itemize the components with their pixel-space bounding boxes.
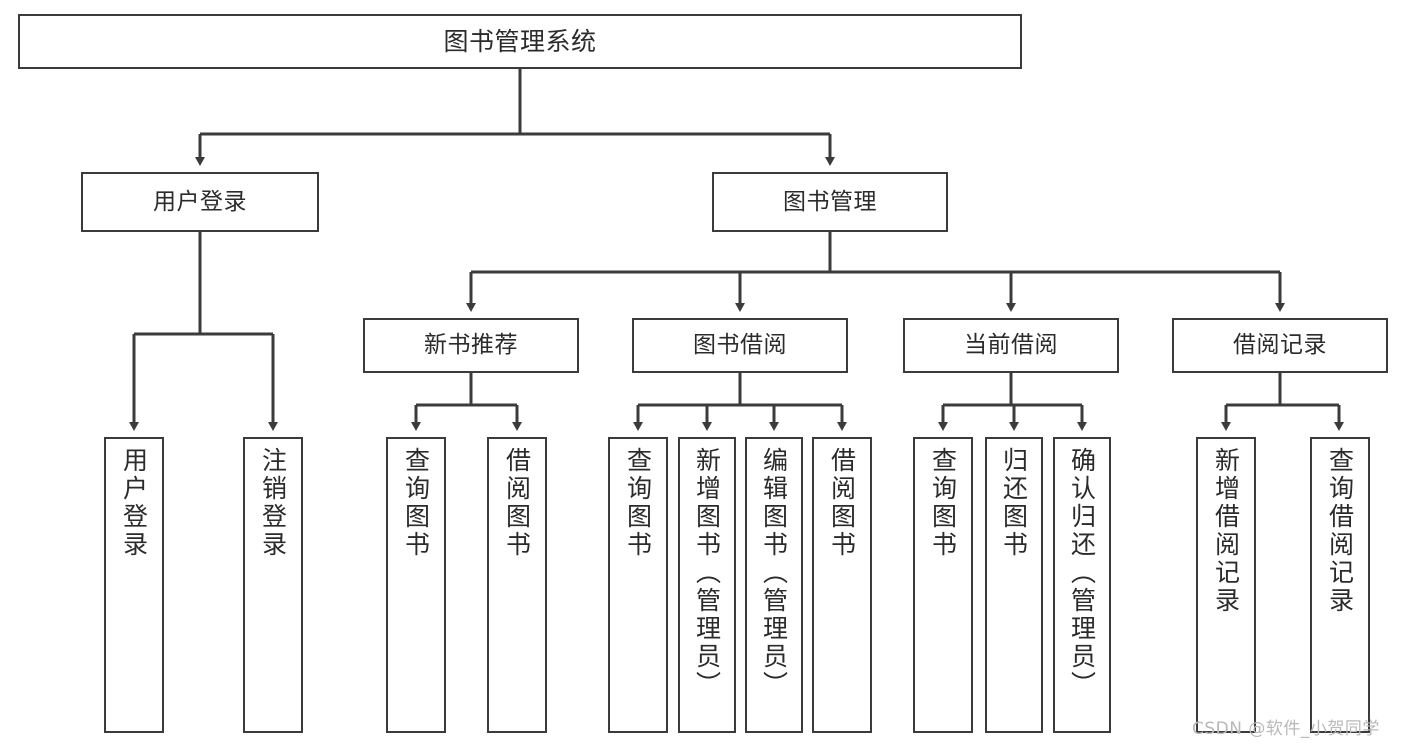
node-book-borrow-label: 图书借阅 bbox=[693, 332, 787, 359]
node-leaf-add-record-label: 新增借阅记录 bbox=[1211, 447, 1241, 615]
node-new-book-recommend[interactable]: 新书推荐 bbox=[363, 318, 579, 373]
node-leaf-query-book-2[interactable]: 查询图书 bbox=[608, 437, 668, 733]
node-leaf-edit-book[interactable]: 编辑图书（管理员） bbox=[745, 437, 803, 733]
node-book-management-label: 图书管理 bbox=[783, 188, 877, 215]
node-leaf-query-book-3[interactable]: 查询图书 bbox=[913, 437, 973, 733]
node-root-label: 图书管理系统 bbox=[443, 27, 597, 56]
node-user-login-label: 用户登录 bbox=[153, 188, 247, 215]
node-leaf-add-book-label: 新增图书（管理员） bbox=[692, 447, 722, 699]
node-leaf-logout-label: 注销登录 bbox=[258, 447, 288, 559]
node-borrow-record-label: 借阅记录 bbox=[1233, 332, 1327, 359]
node-leaf-query-book-1-label: 查询图书 bbox=[401, 447, 431, 559]
node-current-borrow[interactable]: 当前借阅 bbox=[903, 318, 1119, 373]
node-root[interactable]: 图书管理系统 bbox=[18, 14, 1022, 69]
node-new-book-recommend-label: 新书推荐 bbox=[424, 332, 518, 359]
node-leaf-user-login[interactable]: 用户登录 bbox=[104, 437, 164, 733]
node-leaf-confirm-return[interactable]: 确认归还（管理员） bbox=[1053, 437, 1111, 733]
node-leaf-borrow-book-1[interactable]: 借阅图书 bbox=[487, 437, 547, 733]
node-leaf-borrow-book-2-label: 借阅图书 bbox=[827, 447, 857, 559]
node-book-management[interactable]: 图书管理 bbox=[712, 172, 948, 232]
node-leaf-user-login-label: 用户登录 bbox=[119, 447, 149, 559]
node-leaf-return-book-label: 归还图书 bbox=[999, 447, 1029, 559]
node-leaf-return-book[interactable]: 归还图书 bbox=[985, 437, 1043, 733]
node-leaf-query-book-2-label: 查询图书 bbox=[623, 447, 653, 559]
node-leaf-query-book-3-label: 查询图书 bbox=[928, 447, 958, 559]
node-user-login[interactable]: 用户登录 bbox=[81, 172, 319, 232]
node-leaf-borrow-book-2[interactable]: 借阅图书 bbox=[812, 437, 872, 733]
node-book-borrow[interactable]: 图书借阅 bbox=[632, 318, 848, 373]
node-leaf-edit-book-label: 编辑图书（管理员） bbox=[759, 447, 789, 699]
node-leaf-add-record[interactable]: 新增借阅记录 bbox=[1196, 437, 1256, 733]
csdn-watermark: CSDN @软件_小贺同学 bbox=[1192, 719, 1380, 739]
node-leaf-query-record[interactable]: 查询借阅记录 bbox=[1310, 437, 1370, 733]
node-leaf-logout[interactable]: 注销登录 bbox=[243, 437, 303, 733]
node-current-borrow-label: 当前借阅 bbox=[964, 332, 1058, 359]
node-leaf-add-book[interactable]: 新增图书（管理员） bbox=[678, 437, 736, 733]
node-borrow-record[interactable]: 借阅记录 bbox=[1172, 318, 1388, 373]
node-leaf-borrow-book-1-label: 借阅图书 bbox=[502, 447, 532, 559]
node-leaf-confirm-return-label: 确认归还（管理员） bbox=[1067, 447, 1097, 699]
node-leaf-query-record-label: 查询借阅记录 bbox=[1325, 447, 1355, 615]
node-leaf-query-book-1[interactable]: 查询图书 bbox=[386, 437, 446, 733]
